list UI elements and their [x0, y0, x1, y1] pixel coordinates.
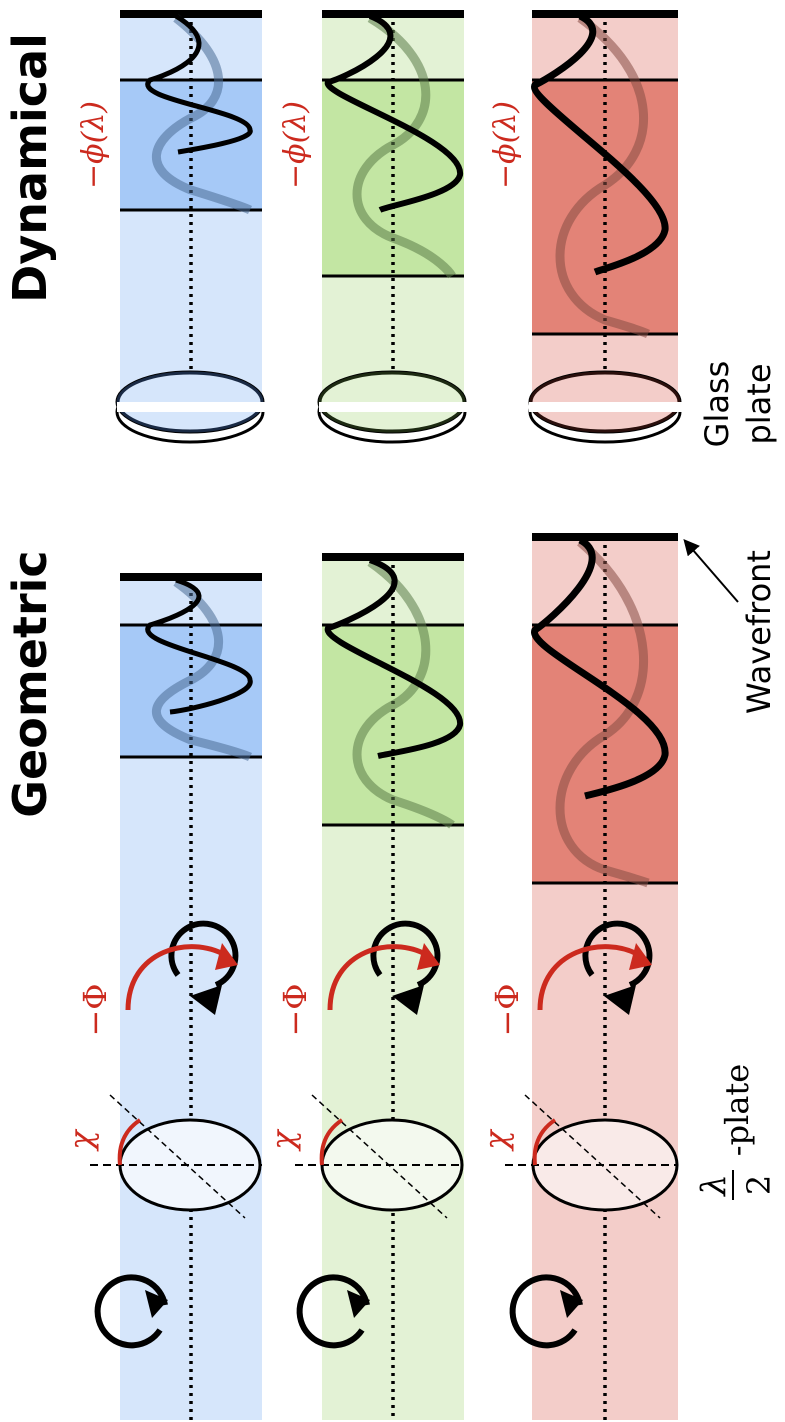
- title-dynamical: Dynamical: [3, 33, 57, 303]
- label-geometric-phase-green: −Φ: [276, 983, 314, 1036]
- wave-green-dyn: [324, 13, 463, 213]
- label-dynamic-phase-green: −ϕ(λ): [278, 101, 313, 189]
- polarization-rotated-blue: [168, 920, 239, 988]
- wave-blue-dyn: [145, 13, 253, 155]
- label-geometric-phase-blue: −Φ: [76, 983, 114, 1036]
- label-chi-blue: χ: [62, 1129, 100, 1152]
- wavefront-arrow: [683, 538, 739, 603]
- dynamical-section: −ϕ(λ) −ϕ(λ) −ϕ(λ) Glass plate: [76, 10, 778, 448]
- label-dynamic-phase-red: −ϕ(λ): [488, 101, 523, 189]
- polarization-incoming-red: [509, 1274, 583, 1349]
- label-halfwave-lambda: λ: [694, 1174, 734, 1198]
- label-halfwave-plate: -plate: [718, 1064, 756, 1156]
- label-plate: plate: [740, 363, 778, 444]
- ghost-wave-red-dyn: [555, 14, 651, 339]
- polarization-rotated-green: [370, 920, 441, 988]
- wave-blue-geo: [145, 577, 253, 715]
- phase-arrow-green: [327, 944, 429, 1011]
- ghost-wave-green-dyn: [352, 14, 456, 279]
- wave-green-geo: [324, 557, 463, 759]
- polarization-incoming-green: [296, 1274, 370, 1349]
- label-glass: Glass: [698, 361, 736, 448]
- label-dynamic-phase-blue: −ϕ(λ): [76, 101, 111, 189]
- polarization-incoming-blue: [94, 1274, 168, 1349]
- ghost-wave-blue-dyn: [152, 14, 253, 215]
- wave-red-geo: [531, 536, 669, 800]
- wave-red-dyn: [531, 12, 669, 276]
- label-halfwave-two: 2: [740, 1175, 778, 1195]
- phase-arrow-red: [537, 944, 641, 1011]
- geometric-section: Wavefront −Φ −Φ −Φ: [62, 533, 778, 1420]
- phase-arrow-blue: [125, 944, 227, 1011]
- label-chi-green: χ: [264, 1129, 302, 1152]
- label-wavefront: Wavefront: [740, 550, 778, 714]
- label-chi-red: χ: [477, 1129, 515, 1152]
- polarization-rotated-red: [582, 920, 653, 988]
- label-geometric-phase-red: −Φ: [488, 983, 526, 1036]
- title-geometric: Geometric: [3, 550, 57, 817]
- label-halfwave: λ 2 -plate: [694, 1064, 778, 1200]
